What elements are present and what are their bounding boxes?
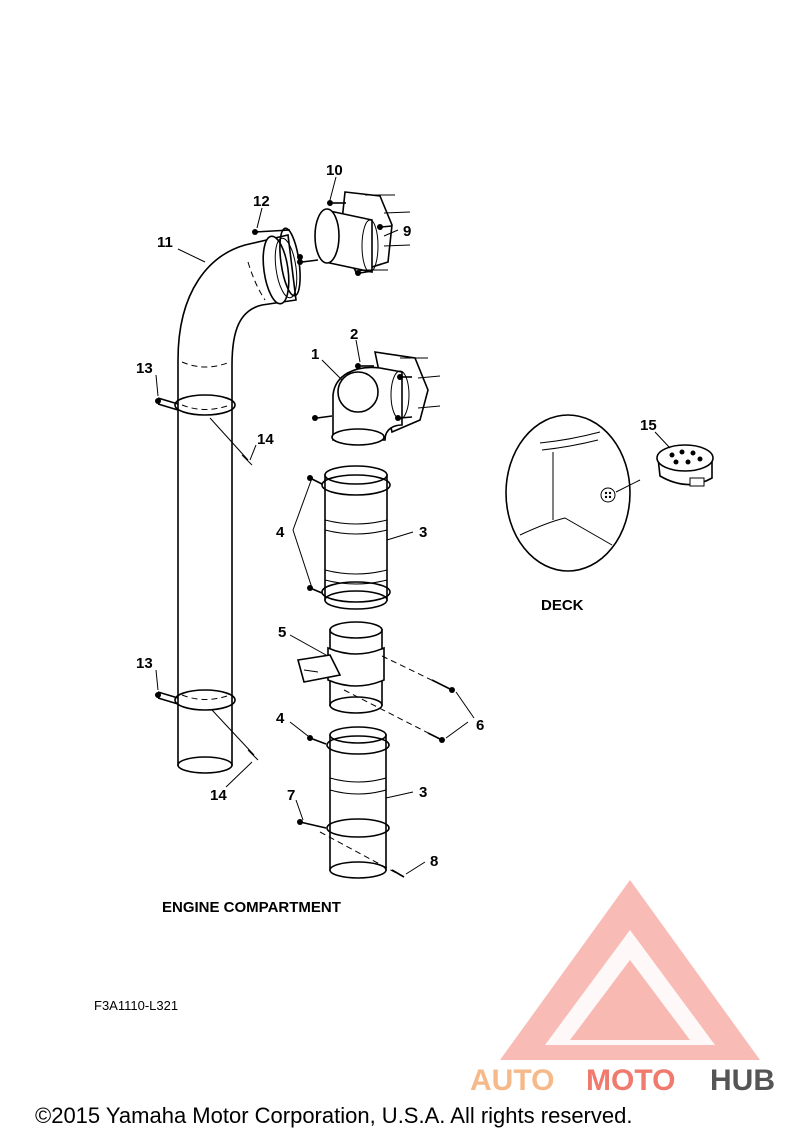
leader-lines <box>155 176 671 875</box>
callout-3-upper: 3 <box>419 524 427 541</box>
figure-code: F3A1110-L321 <box>94 998 178 1013</box>
hose-upper <box>307 465 391 610</box>
elbow-fitting <box>331 351 441 446</box>
callout-4-upper: 4 <box>276 524 285 541</box>
bolts-2 <box>312 363 413 421</box>
hose-clamp-upper <box>155 394 236 416</box>
bolts-6 <box>343 655 475 743</box>
watermark-hub: HUB <box>710 1064 775 1097</box>
callout-13-upper: 13 <box>136 360 153 377</box>
callout-6: 6 <box>476 717 484 734</box>
callout-8: 8 <box>430 853 438 870</box>
callout-12: 12 <box>253 193 270 210</box>
callout-10: 10 <box>326 162 343 179</box>
engine-compartment-label: ENGINE COMPARTMENT <box>162 899 341 916</box>
long-elbow-pipe <box>177 234 298 774</box>
callout-2: 2 <box>350 326 358 343</box>
flange-fitting <box>314 191 411 273</box>
watermark-auto: AUTO <box>470 1064 554 1097</box>
pipe-joint-bracket <box>296 621 385 714</box>
watermark-moto: MOTO <box>586 1064 675 1097</box>
hose-lower <box>297 726 405 879</box>
deck-detail <box>505 414 641 572</box>
callout-11: 11 <box>157 234 173 251</box>
callout-14-lower: 14 <box>210 787 227 804</box>
screws-14 <box>209 417 259 761</box>
hose-clamp-lower <box>155 689 236 711</box>
copyright-notice: ©2015 Yamaha Motor Corporation, U.S.A. A… <box>35 1103 632 1128</box>
callout-15: 15 <box>640 417 657 434</box>
callout-4-lower: 4 <box>276 710 285 727</box>
callout-13-lower: 13 <box>136 655 153 672</box>
watermark-logo: AUTO MOTO HUB <box>470 880 775 1097</box>
vent-cap <box>656 444 714 487</box>
callout-9: 9 <box>403 223 411 240</box>
deck-label: DECK <box>541 597 584 614</box>
callout-5: 5 <box>278 624 286 641</box>
callout-1: 1 <box>311 346 319 363</box>
callout-7: 7 <box>287 787 295 804</box>
callout-14-upper: 14 <box>257 431 274 448</box>
callout-3-lower: 3 <box>419 784 427 801</box>
bolts-10 <box>297 200 393 276</box>
